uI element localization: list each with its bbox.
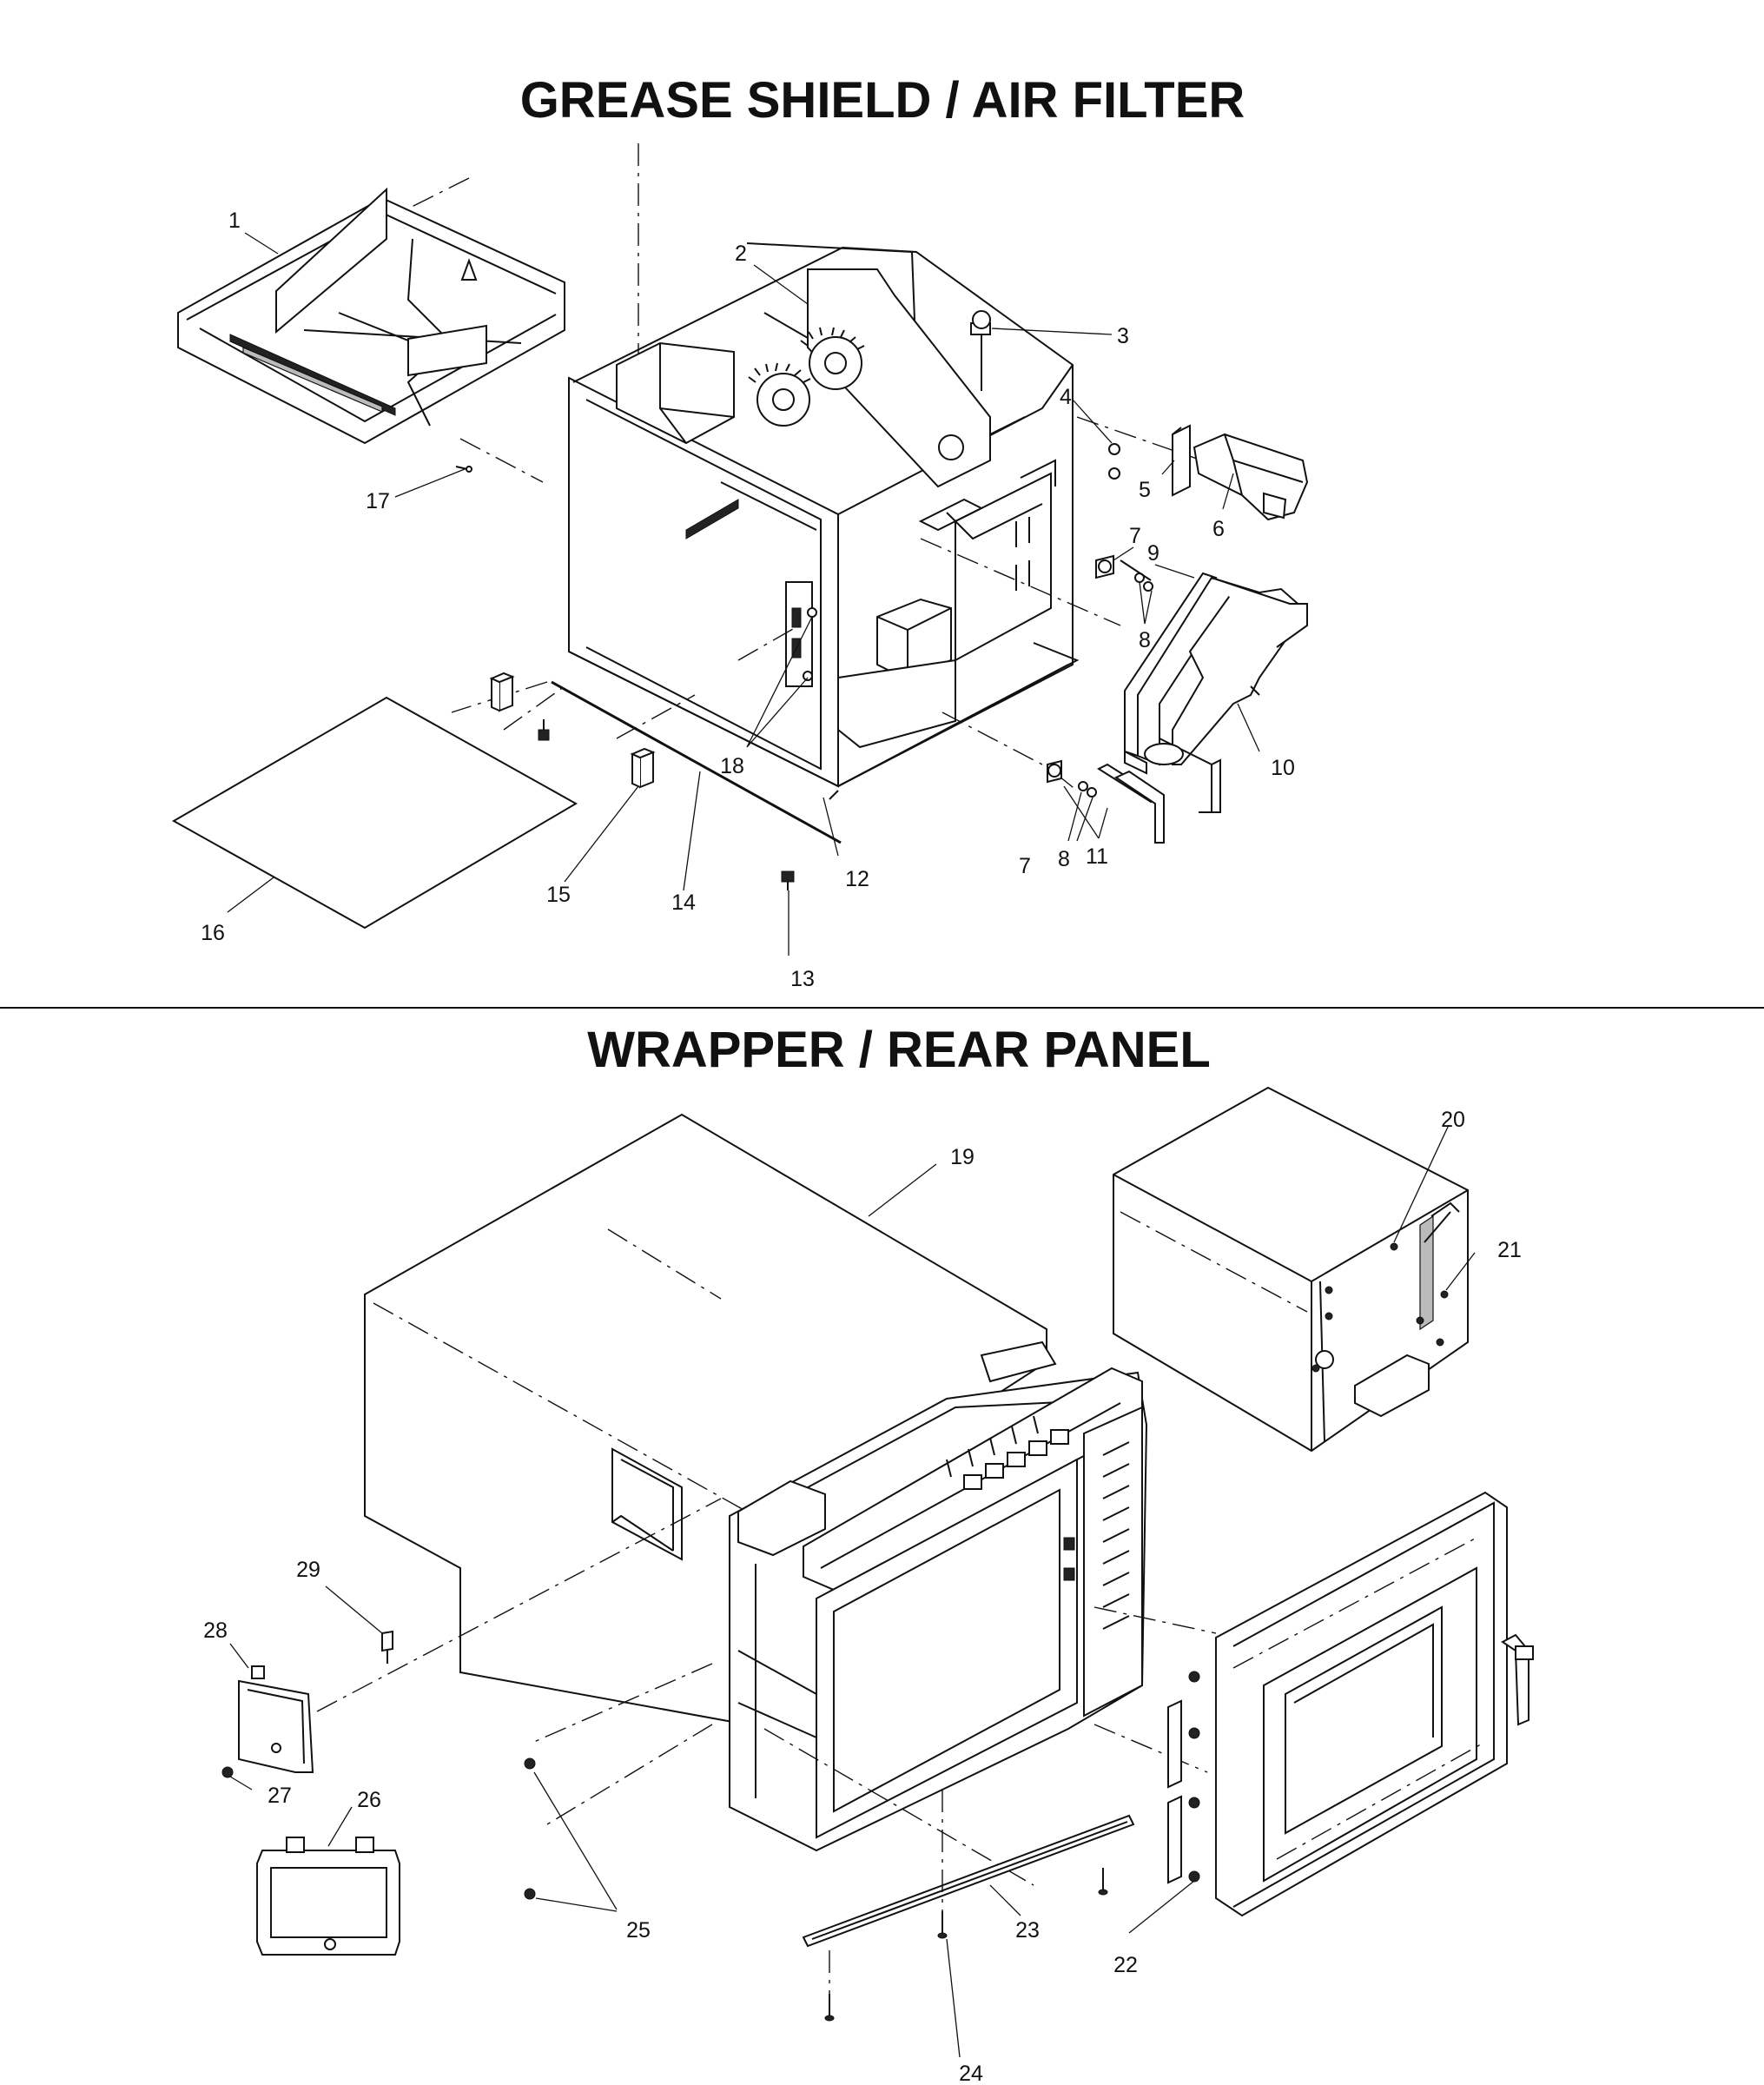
part-18-screws [538, 607, 817, 741]
part-10-air-filter [1144, 577, 1308, 813]
callout-13: 13 [790, 967, 815, 991]
callout-7-upper: 7 [1129, 524, 1141, 548]
part-12-mount [829, 790, 839, 800]
section-grease-shield-air-filter: GREASE SHIELD / AIR FILTER [171, 72, 1309, 991]
section-wrapper-rear-panel: WRAPPER / REAR PANEL [203, 1022, 1534, 2085]
section-title-grease-shield: GREASE SHIELD / AIR FILTER [520, 72, 1245, 129]
callout-1: 1 [228, 208, 241, 233]
callout-26: 26 [357, 1788, 381, 1812]
callout-22: 22 [1113, 1953, 1138, 1977]
callout-17: 17 [366, 489, 390, 513]
callout-10: 10 [1271, 756, 1295, 780]
callout-27: 27 [268, 1784, 292, 1808]
part-25-screws [524, 1757, 536, 1900]
part-7-upper-bushing [1095, 554, 1114, 579]
callout-21: 21 [1497, 1238, 1522, 1262]
part-11-filter-rails [1096, 763, 1165, 844]
callout-7-lower: 7 [1019, 854, 1031, 878]
callout-3: 3 [1117, 324, 1129, 348]
part-23-bottom-rail [802, 1814, 1135, 1948]
callout-5: 5 [1139, 478, 1151, 502]
part-27-screw [221, 1766, 234, 1778]
part-15-block-left [489, 672, 515, 712]
callout-2: 2 [735, 242, 747, 266]
callout-23: 23 [1015, 1918, 1040, 1943]
callout-29: 29 [296, 1558, 320, 1582]
part-7-lower-bushing [1047, 759, 1062, 784]
callout-8-lower: 8 [1058, 847, 1070, 871]
callout-28: 28 [203, 1618, 228, 1643]
callout-4: 4 [1060, 385, 1072, 409]
part-20-rear-panel [1113, 1086, 1469, 1453]
part-8-lower-screws [1078, 781, 1097, 798]
part-22-hinges [1167, 1671, 1200, 1884]
callout-20: 20 [1441, 1108, 1465, 1132]
part-4-screws [1108, 443, 1120, 480]
oven-door [1215, 1491, 1534, 1917]
part-6-duct [1193, 433, 1309, 521]
callout-12: 12 [845, 867, 869, 891]
callout-15: 15 [546, 883, 571, 907]
part-14-rod [551, 680, 842, 844]
part-15-block [630, 747, 656, 789]
callout-19: 19 [950, 1145, 974, 1169]
callout-16: 16 [201, 921, 225, 945]
callout-18: 18 [720, 754, 744, 778]
part-28-access-panel [238, 1665, 314, 1773]
callout-6: 6 [1212, 517, 1225, 541]
oven-front-unit [533, 1340, 1217, 1886]
part-1-grease-shield [177, 187, 565, 445]
section-title-wrapper: WRAPPER / REAR PANEL [587, 1022, 1211, 1078]
part-13-screw [781, 870, 795, 890]
part-3-clip [970, 310, 991, 391]
main-cavity-chassis [568, 242, 1080, 788]
callout-25: 25 [626, 1918, 651, 1943]
part-24-screws [824, 1790, 1108, 2022]
part-21-screws [1311, 1242, 1449, 1373]
part-8-upper-screws [1120, 559, 1153, 592]
callout-8-upper: 8 [1139, 628, 1151, 652]
callout-9: 9 [1147, 541, 1159, 566]
callout-14: 14 [671, 890, 696, 915]
part-26-cover-plate [256, 1837, 400, 1956]
part-16-glass-tray [171, 696, 578, 930]
callout-24: 24 [959, 2062, 983, 2085]
callout-11: 11 [1086, 844, 1108, 869]
part-17-clip [455, 466, 472, 473]
part-29-clip [381, 1630, 393, 1664]
part-5-bracket [1172, 424, 1191, 497]
